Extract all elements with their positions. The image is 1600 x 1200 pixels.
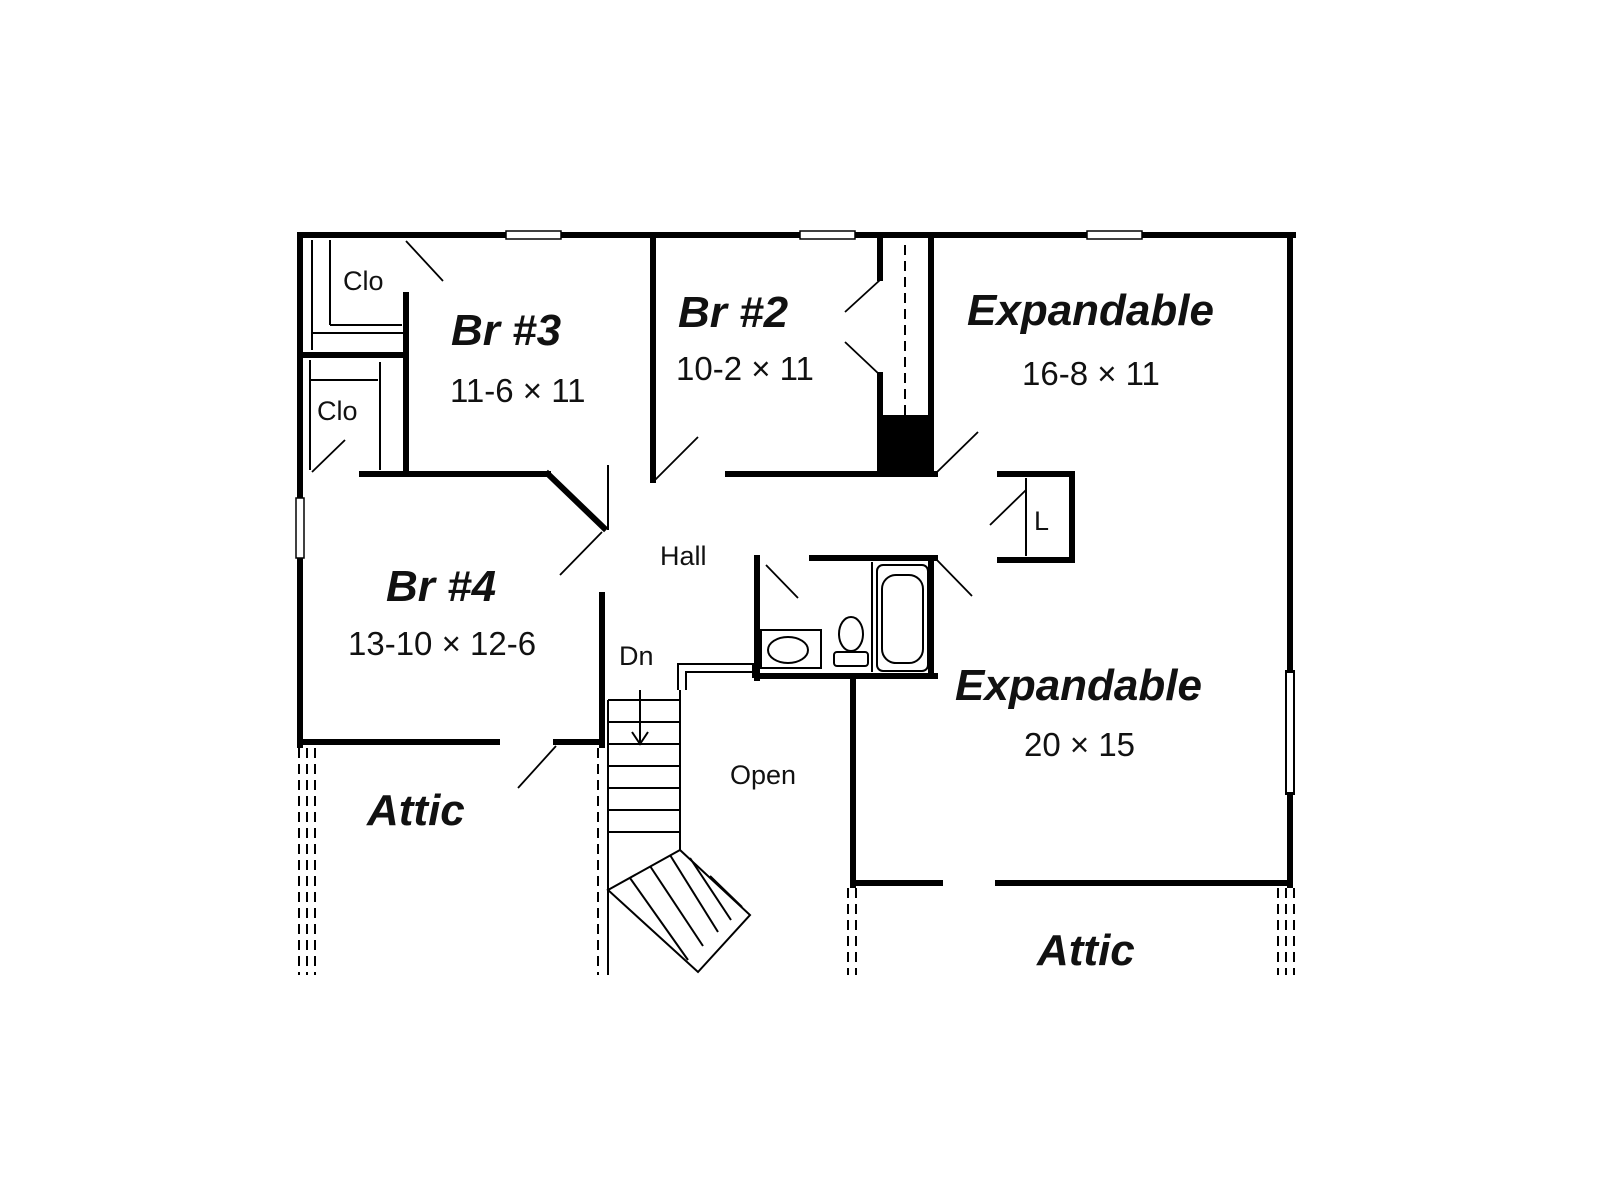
interior-walls [297, 232, 1293, 888]
room-size-br3: 11-6 × 11 [450, 372, 585, 409]
room-labels: Clo Clo Br #3 11-6 × 11 Br #2 10-2 × 11 … [317, 266, 1214, 975]
room-size-expandable-lower: 20 × 15 [1024, 726, 1135, 763]
room-size-expandable-upper: 16-8 × 11 [1022, 355, 1160, 392]
room-name-br2: Br #2 [678, 288, 789, 337]
windows [295, 230, 1143, 559]
room-name-br3: Br #3 [451, 306, 561, 355]
bath-fixtures [760, 564, 929, 672]
attic-boundaries [298, 748, 1295, 975]
attic-label-left: Attic [366, 786, 465, 835]
room-name-expandable-lower: Expandable [955, 661, 1202, 710]
stairs [606, 690, 752, 975]
closet-label: Clo [317, 396, 358, 426]
hall-label: Hall [660, 541, 707, 571]
attic-label-right: Attic [1036, 926, 1135, 975]
stair-down-label: Dn [619, 641, 654, 671]
room-size-br4: 13-10 × 12-6 [348, 625, 536, 662]
closet-label: Clo [343, 266, 384, 296]
open-label: Open [730, 760, 796, 790]
closets [302, 240, 444, 475]
linen-label: L [1034, 506, 1049, 536]
room-name-expandable-upper: Expandable [967, 286, 1214, 335]
room-name-br4: Br #4 [386, 562, 496, 611]
room-size-br2: 10-2 × 11 [676, 350, 814, 387]
